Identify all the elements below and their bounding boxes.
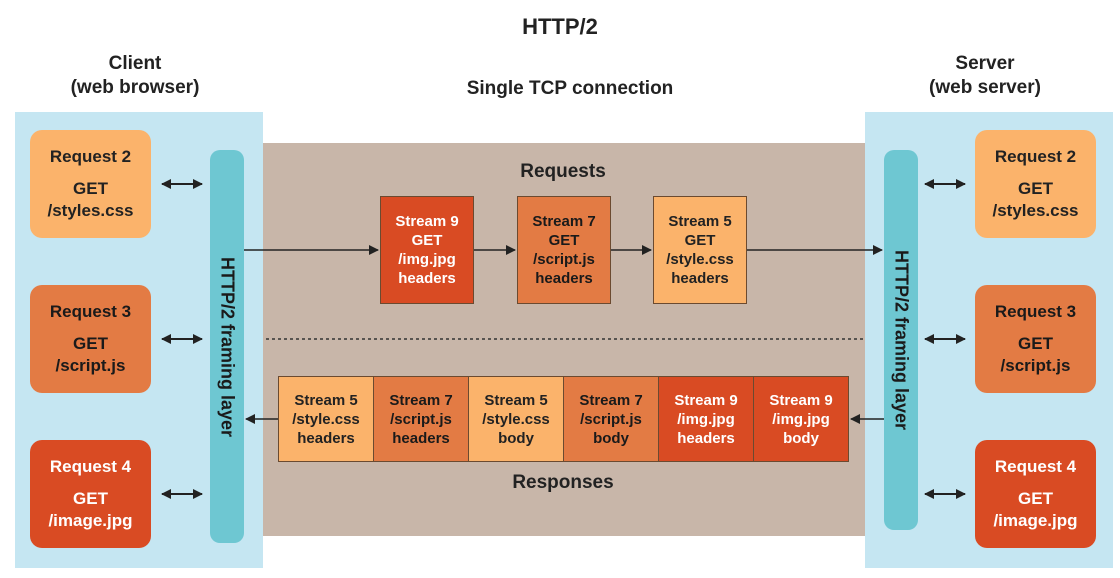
stream-id: Stream 9	[674, 391, 738, 409]
response-stream-5-body: Stream 5 /style.css body	[468, 376, 564, 462]
stream-part: headers	[398, 270, 456, 287]
server-request-2: Request 2 GET /styles.css	[975, 130, 1096, 238]
stream-id: Stream 5	[294, 391, 358, 409]
stream-id: Stream 7	[389, 391, 453, 409]
stream-part: headers	[535, 270, 593, 287]
response-stream-9-headers: Stream 9 /img.jpg headers	[658, 376, 754, 462]
stream-part: headers	[677, 429, 735, 447]
stream-path: /img.jpg	[772, 410, 830, 428]
request-title: Request 2	[994, 147, 1077, 166]
stream-part: headers	[671, 270, 729, 287]
connection-label: Single TCP connection	[466, 78, 674, 99]
request-path: /styles.css	[47, 201, 134, 220]
client-framing-layer: HTTP/2 framing layer	[210, 150, 244, 543]
request-method: GET	[1018, 489, 1053, 508]
stream-part: body	[498, 429, 534, 447]
stream-path: /script.js	[533, 251, 595, 268]
stream-path: /style.css	[666, 251, 734, 268]
request-path: /script.js	[55, 356, 126, 375]
stream-method: GET	[411, 232, 443, 249]
request-path: /styles.css	[992, 201, 1079, 220]
request-title: Request 4	[994, 457, 1077, 476]
stream-id: Stream 5	[668, 213, 732, 230]
request-path: /script.js	[1000, 356, 1071, 375]
response-stream-5-headers: Stream 5 /style.css headers	[278, 376, 374, 462]
client-label-line1: Client	[108, 53, 162, 74]
request-title: Request 4	[49, 457, 132, 476]
request-method: GET	[73, 334, 108, 353]
request-method: GET	[73, 179, 108, 198]
stream-id: Stream 7	[532, 213, 596, 230]
server-label: Server (web server)	[865, 52, 1105, 100]
stream-path: /img.jpg	[398, 251, 456, 268]
server-label-line1: Server	[955, 53, 1015, 74]
request-title: Request 3	[49, 302, 132, 321]
responses-label: Responses	[512, 472, 614, 493]
stream-path: /style.css	[292, 410, 360, 428]
client-request-3: Request 3 GET /script.js	[30, 285, 151, 393]
stream-id: Stream 5	[484, 391, 548, 409]
stream-part: body	[783, 429, 819, 447]
stream-path: /script.js	[580, 410, 642, 428]
stream-part: headers	[297, 429, 355, 447]
request-stream-5: Stream 5 GET /style.css headers	[653, 196, 747, 304]
request-path: /image.jpg	[48, 511, 133, 530]
server-request-3: Request 3 GET /script.js	[975, 285, 1096, 393]
request-method: GET	[1018, 179, 1053, 198]
stream-method: GET	[548, 232, 580, 249]
stream-part: headers	[392, 429, 450, 447]
server-request-4: Request 4 GET /image.jpg	[975, 440, 1096, 548]
request-title: Request 3	[994, 302, 1077, 321]
stream-path: /style.css	[482, 410, 550, 428]
client-request-2: Request 2 GET /styles.css	[30, 130, 151, 238]
diagram-title: HTTP/2	[522, 14, 598, 39]
request-stream-7: Stream 7 GET /script.js headers	[517, 196, 611, 304]
stream-part: body	[593, 429, 629, 447]
stream-id: Stream 9	[395, 213, 459, 230]
requests-label: Requests	[520, 161, 606, 182]
request-stream-9: Stream 9 GET /img.jpg headers	[380, 196, 474, 304]
client-label: Client (web browser)	[15, 52, 255, 100]
request-method: GET	[73, 489, 108, 508]
request-method: GET	[1018, 334, 1053, 353]
client-request-4: Request 4 GET /image.jpg	[30, 440, 151, 548]
stream-path: /script.js	[390, 410, 452, 428]
request-path: /image.jpg	[993, 511, 1078, 530]
stream-method: GET	[684, 232, 716, 249]
stream-id: Stream 7	[579, 391, 643, 409]
server-framing-layer: HTTP/2 framing layer	[884, 150, 918, 530]
server-label-line2: (web server)	[929, 77, 1041, 98]
request-title: Request 2	[49, 147, 132, 166]
stream-id: Stream 9	[769, 391, 833, 409]
client-label-line2: (web browser)	[70, 77, 200, 98]
stream-path: /img.jpg	[677, 410, 735, 428]
response-stream-9-body: Stream 9 /img.jpg body	[753, 376, 849, 462]
